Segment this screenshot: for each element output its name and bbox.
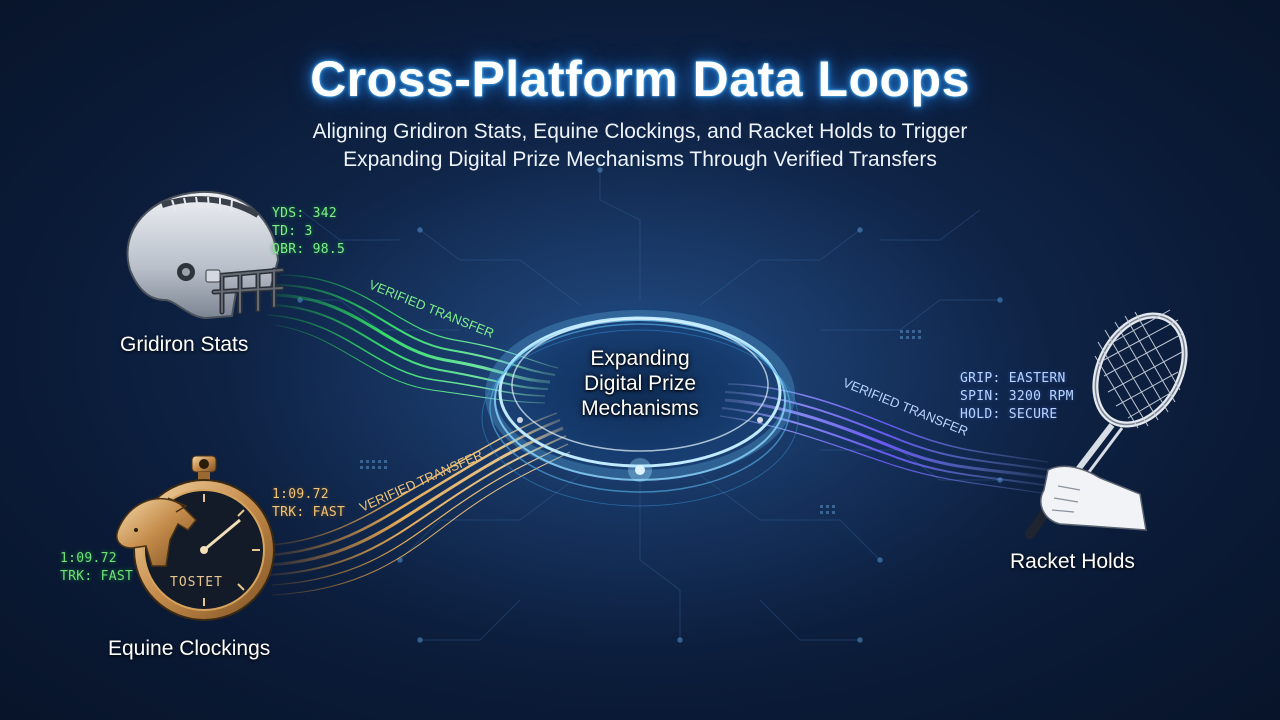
equine-clockings-label: Equine Clockings [108,637,271,660]
stopwatch-horse-icon [116,455,275,621]
stopwatch-face-text: TOSTET [170,575,223,590]
gridiron-stats-label: Gridiron Stats [120,333,249,356]
gridiron-stats-readout: YDS: 342 TD: 3 QBR: 98.5 [272,205,345,259]
racket-holds-label: Racket Holds [1010,550,1135,573]
subtitle-line-2: Expanding Digital Prize Mechanisms Throu… [343,148,937,171]
equine-stat: TRK: FAST [60,569,134,584]
gridiron-stat: QBR: 98.5 [272,242,346,257]
equine-stat: 1:09.72 [60,551,117,566]
gridiron-stat: TD: 3 [272,224,313,239]
racket-stat: GRIP: EASTERN [960,371,1066,386]
prize-hub-label: Expanding Digital Prize Mechanisms [550,346,730,421]
racket-stats-readout: GRIP: EASTERN SPIN: 3200 RPM HOLD: SECUR… [960,370,1074,424]
circuit-dots [360,330,921,514]
racket-stat: HOLD: SECURE [960,407,1058,422]
hub-line-2: Digital Prize [583,372,697,395]
subtitle-line-1: Aligning Gridiron Stats, Equine Clocking… [312,120,968,143]
equine-stats-readout-right: 1:09.72 TRK: FAST [272,486,345,522]
equine-stat: 1:09.72 [272,487,329,502]
hub-line-1: Expanding [590,347,690,370]
hub-line-3: Mechanisms [581,397,699,420]
equine-stats-readout-left: 1:09.72 TRK: FAST [60,550,133,586]
equine-stat: TRK: FAST [272,505,346,520]
gridiron-stat: YDS: 342 [272,206,338,221]
prize-hub-ring [475,295,805,507]
tennis-racket-icon [1025,309,1188,539]
football-helmet-icon [126,190,285,320]
racket-stat: SPIN: 3200 RPM [960,389,1074,404]
page-title: Cross-Platform Data Loops [310,51,970,107]
